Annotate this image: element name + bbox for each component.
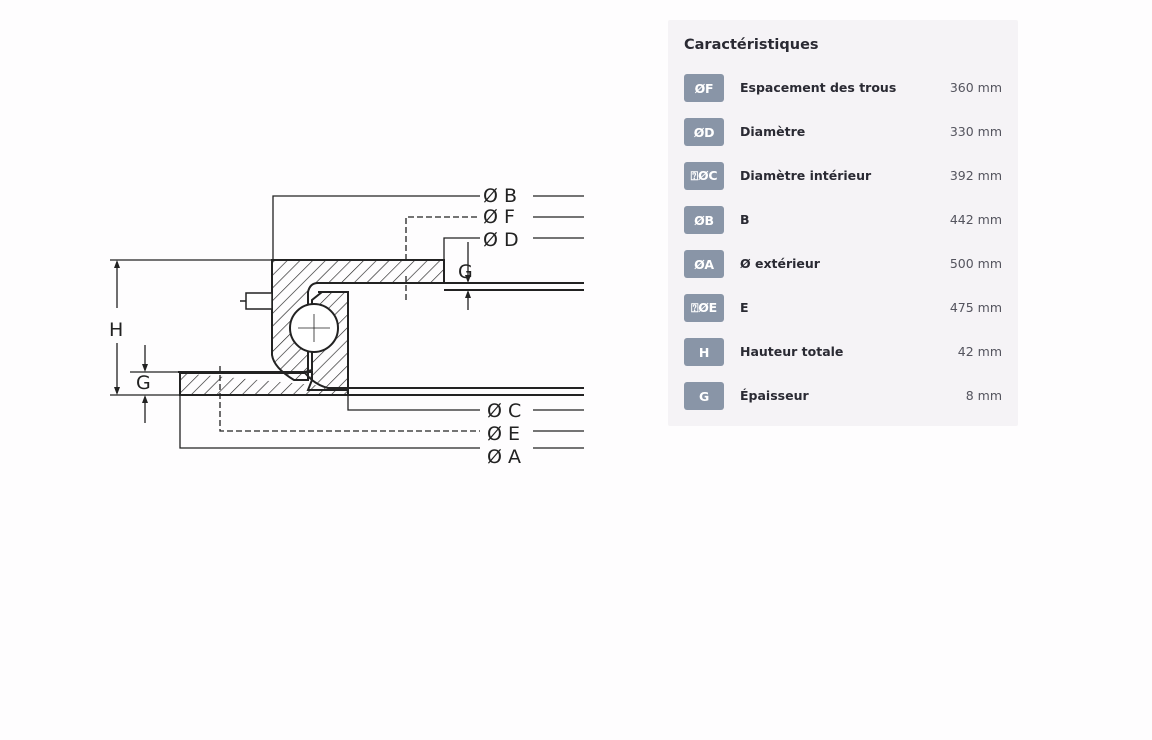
spec-value: 392 mm <box>949 168 1002 183</box>
bearing-cross-section-drawing: Ø B Ø F Ø D G H G Ø C Ø E Ø A <box>100 180 590 475</box>
dia-f-label: Ø F <box>483 206 515 228</box>
spec-label: Ø extérieur <box>740 256 820 271</box>
spec-badge: ØD <box>684 118 724 146</box>
spec-badge: H <box>684 338 724 366</box>
dia-a-label: Ø A <box>487 446 521 468</box>
dia-e-label: Ø E <box>487 423 520 445</box>
spec-label: E <box>740 300 749 315</box>
spec-value: 360 mm <box>949 80 1002 95</box>
spec-value: 475 mm <box>949 300 1002 315</box>
spec-value: 8 mm <box>965 388 1002 403</box>
g-left-label: G <box>136 372 151 394</box>
spec-label: Diamètre <box>740 124 806 139</box>
spec-badge: ⍰ØE <box>684 294 724 322</box>
spec-badge: ⍰ØC <box>684 162 724 190</box>
spec-value: 42 mm <box>957 344 1002 359</box>
g-right-label: G <box>458 261 473 283</box>
spec-value: 330 mm <box>949 124 1002 139</box>
spec-row-inner-diameter: ⍰ØC Diamètre intérieur 392 mm <box>684 162 1002 190</box>
spec-row-outer-diameter: ØA Ø extérieur 500 mm <box>684 250 1002 278</box>
spec-label: Diamètre intérieur <box>740 168 872 183</box>
spec-value: 442 mm <box>949 212 1002 227</box>
spec-row-total-height: H Hauteur totale 42 mm <box>684 338 1002 366</box>
bearing-diagram-svg: Ø B Ø F Ø D G H G Ø C Ø E Ø A <box>109 185 584 468</box>
spec-row-diameter: ØD Diamètre 330 mm <box>684 118 1002 146</box>
spec-row-thickness: G Épaisseur 8 mm <box>684 382 1002 410</box>
spec-label: Épaisseur <box>740 388 809 403</box>
spec-row-b: ØB B 442 mm <box>684 206 1002 234</box>
specifications-panel: Caractéristiques ØF Espacement des trous… <box>668 20 1018 426</box>
dia-c-label: Ø C <box>487 400 521 422</box>
dia-d-label: Ø D <box>483 229 519 251</box>
spec-row-hole-spacing: ØF Espacement des trous 360 mm <box>684 74 1002 102</box>
spec-badge: ØF <box>684 74 724 102</box>
spec-label: Espacement des trous <box>740 80 897 95</box>
dia-b-label: Ø B <box>483 185 517 207</box>
spec-value: 500 mm <box>949 256 1002 271</box>
spec-row-e: ⍰ØE E 475 mm <box>684 294 1002 322</box>
spec-label: Hauteur totale <box>740 344 844 359</box>
specifications-title: Caractéristiques <box>684 37 819 53</box>
h-label: H <box>109 319 123 341</box>
grease-nipple <box>245 292 273 310</box>
spec-badge: ØA <box>684 250 724 278</box>
spec-label: B <box>740 212 750 227</box>
spec-badge: G <box>684 382 724 410</box>
spec-badge: ØB <box>684 206 724 234</box>
